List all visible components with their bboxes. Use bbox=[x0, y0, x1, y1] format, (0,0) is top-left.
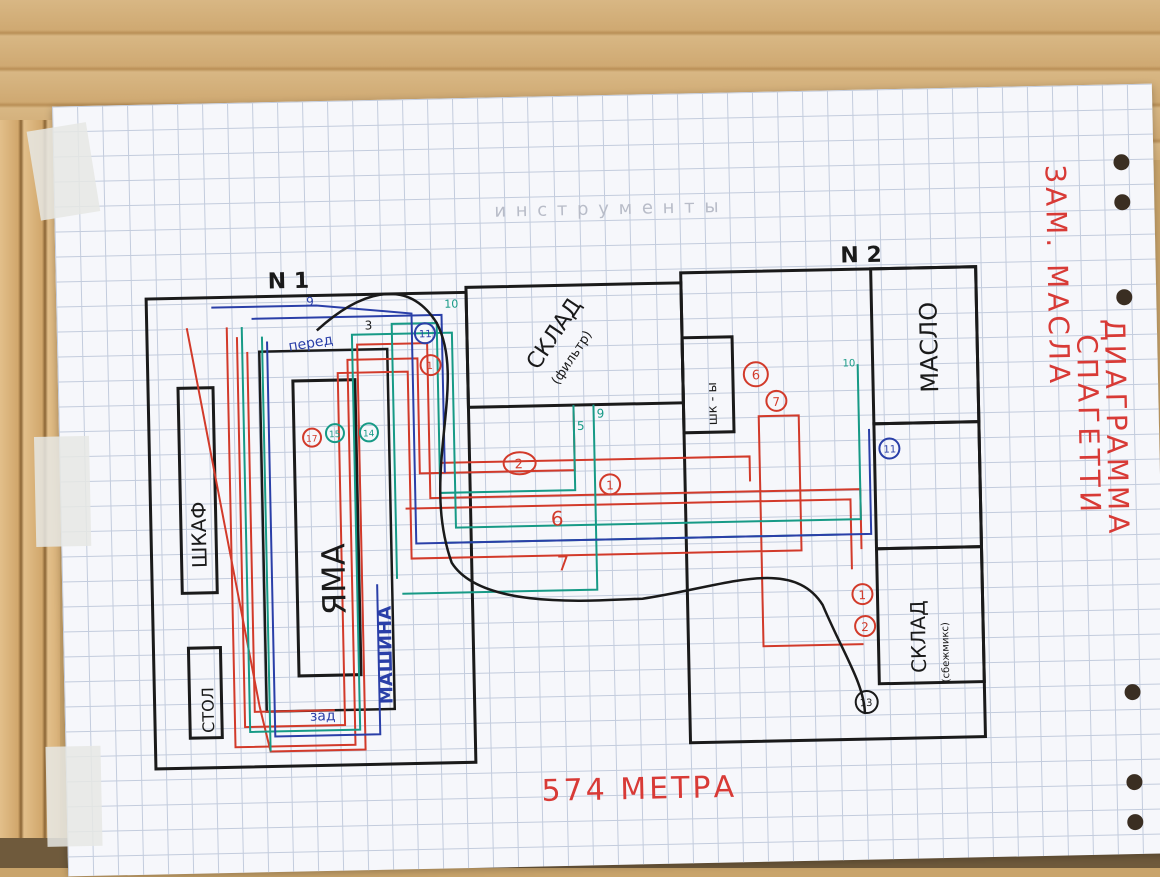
sklad-bottom-label: СКЛАД bbox=[906, 600, 932, 673]
blue-routes bbox=[211, 304, 873, 738]
red-routes bbox=[185, 327, 864, 753]
svg-text:11: 11 bbox=[883, 444, 896, 455]
route-number: 5 bbox=[577, 419, 585, 433]
route-number: 10 bbox=[843, 358, 856, 369]
route-marker: 15 bbox=[324, 423, 345, 444]
route-marker: 11 bbox=[878, 437, 901, 460]
route-marker: 1 bbox=[851, 583, 874, 606]
n2-middle-room bbox=[872, 420, 984, 551]
n1-label: N 1 bbox=[268, 269, 310, 295]
yama-label: ЯМА bbox=[314, 543, 353, 616]
route-marker: 1 bbox=[419, 354, 442, 377]
shk-box bbox=[680, 335, 736, 435]
route-number: 3 bbox=[365, 318, 373, 332]
shkaf-label: ШКАФ bbox=[186, 501, 211, 568]
svg-text:7: 7 bbox=[772, 395, 780, 409]
zad-label: зад bbox=[310, 708, 336, 725]
shk-label: шк - ы bbox=[705, 382, 721, 425]
shkaf-cabinet bbox=[176, 386, 219, 595]
svg-text:1: 1 bbox=[606, 478, 614, 492]
route-marker: 13 bbox=[854, 690, 879, 715]
sklad-bottom-room bbox=[874, 545, 986, 686]
route-number: 10 bbox=[444, 298, 458, 311]
svg-text:14: 14 bbox=[363, 429, 375, 439]
title-line1: ДИАГРАММА bbox=[1098, 318, 1136, 537]
mashina-outline bbox=[257, 347, 397, 713]
route-number: 6 bbox=[551, 506, 564, 530]
svg-text:6: 6 bbox=[752, 368, 761, 383]
yama-pit bbox=[291, 378, 363, 678]
route-number: 9 bbox=[306, 295, 314, 309]
route-marker: 11 bbox=[413, 322, 436, 345]
stol-label: СТОЛ bbox=[198, 687, 218, 733]
route-marker: 7 bbox=[765, 389, 788, 412]
route-marker: 14 bbox=[358, 422, 379, 443]
black-route bbox=[315, 292, 867, 715]
instruments-label: и н с т р у м е н т ы bbox=[494, 196, 721, 222]
route-number: 9 bbox=[596, 406, 604, 420]
sklad-bottom-sublabel: (сбежмикс) bbox=[940, 622, 952, 683]
svg-text:1: 1 bbox=[426, 361, 433, 372]
distance-label: 574 МЕТРА bbox=[541, 770, 737, 809]
svg-text:15: 15 bbox=[329, 430, 341, 440]
route-number: 7 bbox=[556, 551, 569, 575]
route-marker: 2 bbox=[854, 615, 877, 638]
pered-label: перед bbox=[287, 332, 334, 355]
n2-label: N 2 bbox=[840, 243, 882, 269]
stol-table bbox=[186, 646, 224, 740]
route-numbers: 9 3 10 5 9 6 7 10 bbox=[306, 295, 856, 576]
svg-text:17: 17 bbox=[306, 434, 318, 444]
svg-text:1: 1 bbox=[858, 588, 866, 602]
route-marker: 6 bbox=[742, 361, 769, 388]
route-marker: 17 bbox=[302, 427, 323, 448]
route-markers: 2 1 6 7 11 1 2 bbox=[302, 322, 901, 715]
maslo-label: МАСЛО bbox=[914, 302, 944, 393]
route-marker: 2 bbox=[502, 451, 537, 476]
svg-text:13: 13 bbox=[860, 698, 873, 709]
svg-text:11: 11 bbox=[419, 329, 432, 340]
svg-text:2: 2 bbox=[861, 620, 869, 634]
mashina-label: МАШИНА bbox=[375, 606, 398, 705]
svg-text:2: 2 bbox=[515, 457, 524, 472]
route-marker: 1 bbox=[599, 473, 622, 496]
title-line2: СПАГЕТТИ bbox=[1070, 334, 1107, 516]
title-line3: ЗАМ. МАСЛА bbox=[1039, 165, 1077, 388]
